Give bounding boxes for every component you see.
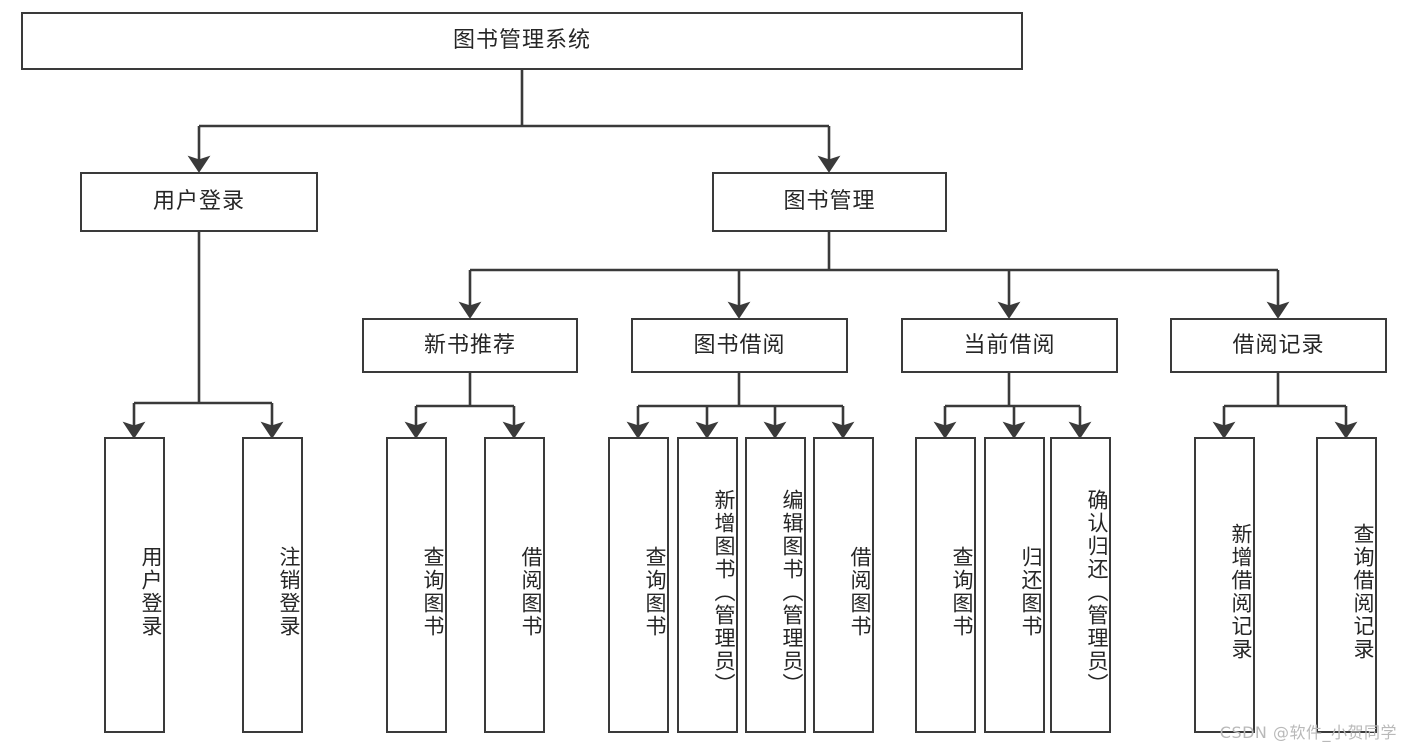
node-leaf-query-borrow-record[interactable]: 查询借阅记录 [1316, 437, 1377, 733]
node-leaf-return-book-label: 归还图书 [1019, 546, 1043, 638]
node-leaf-add-book-admin-label: 新增图书（管理员） [712, 488, 736, 696]
node-leaf-borrow-book-recommend-label: 借阅图书 [519, 546, 543, 638]
edges-userlogin-to-leaves [122, 232, 284, 439]
node-leaf-edit-book-admin[interactable]: 编辑图书（管理员） [745, 437, 806, 733]
csdn-watermark: CSDN @软件_小贺同学 [1219, 723, 1397, 742]
edges-currentborrow-to-leaves [933, 373, 1092, 439]
node-leaf-borrow-book-recommend[interactable]: 借阅图书 [484, 437, 545, 733]
edges-root-to-level1 [187, 70, 841, 173]
node-user-login-label: 用户登录 [152, 189, 245, 215]
node-leaf-user-login[interactable]: 用户登录 [104, 437, 165, 733]
node-leaf-user-login-label: 用户登录 [139, 546, 163, 638]
node-leaf-query-book-recommend-label: 查询图书 [421, 546, 445, 638]
node-leaf-edit-book-admin-label: 编辑图书（管理员） [780, 488, 804, 696]
node-leaf-logout-login[interactable]: 注销登录 [242, 437, 303, 733]
node-root-system-label: 图书管理系统 [452, 28, 591, 54]
node-leaf-confirm-return-admin[interactable]: 确认归还（管理员） [1050, 437, 1111, 733]
edges-borrowrecord-to-leaves [1212, 373, 1358, 439]
node-leaf-query-book-current-label: 查询图书 [950, 546, 974, 638]
node-leaf-confirm-return-admin-label: 确认归还（管理员） [1085, 488, 1109, 696]
edges-bookmanage-to-level2 [458, 232, 1290, 319]
node-user-login[interactable]: 用户登录 [80, 172, 318, 232]
node-leaf-query-borrow-record-label: 查询借阅记录 [1351, 523, 1375, 661]
node-leaf-add-book-admin[interactable]: 新增图书（管理员） [677, 437, 738, 733]
node-borrow-record-label: 借阅记录 [1232, 332, 1325, 358]
node-leaf-logout-login-label: 注销登录 [277, 546, 301, 638]
node-leaf-add-borrow-record[interactable]: 新增借阅记录 [1194, 437, 1255, 733]
edges-bookborrow-to-leaves [626, 373, 855, 439]
node-book-manage[interactable]: 图书管理 [712, 172, 947, 232]
node-book-borrow[interactable]: 图书借阅 [631, 318, 848, 373]
node-book-borrow-label: 图书借阅 [693, 332, 786, 358]
node-leaf-return-book[interactable]: 归还图书 [984, 437, 1045, 733]
node-leaf-query-book-borrow-label: 查询图书 [643, 546, 667, 638]
node-leaf-query-book-current[interactable]: 查询图书 [915, 437, 976, 733]
node-borrow-record[interactable]: 借阅记录 [1170, 318, 1387, 373]
node-new-book-recommend-label: 新书推荐 [423, 332, 516, 358]
node-new-book-recommend[interactable]: 新书推荐 [362, 318, 578, 373]
node-leaf-borrow-book-label: 借阅图书 [848, 546, 872, 638]
node-leaf-query-book-borrow[interactable]: 查询图书 [608, 437, 669, 733]
node-book-manage-label: 图书管理 [783, 189, 876, 215]
node-current-borrow-label: 当前借阅 [963, 332, 1056, 358]
node-leaf-add-borrow-record-label: 新增借阅记录 [1229, 523, 1253, 661]
node-root-system[interactable]: 图书管理系统 [21, 12, 1023, 70]
edges-newbook-to-leaves [404, 373, 526, 439]
node-leaf-borrow-book[interactable]: 借阅图书 [813, 437, 874, 733]
node-current-borrow[interactable]: 当前借阅 [901, 318, 1118, 373]
node-leaf-query-book-recommend[interactable]: 查询图书 [386, 437, 447, 733]
